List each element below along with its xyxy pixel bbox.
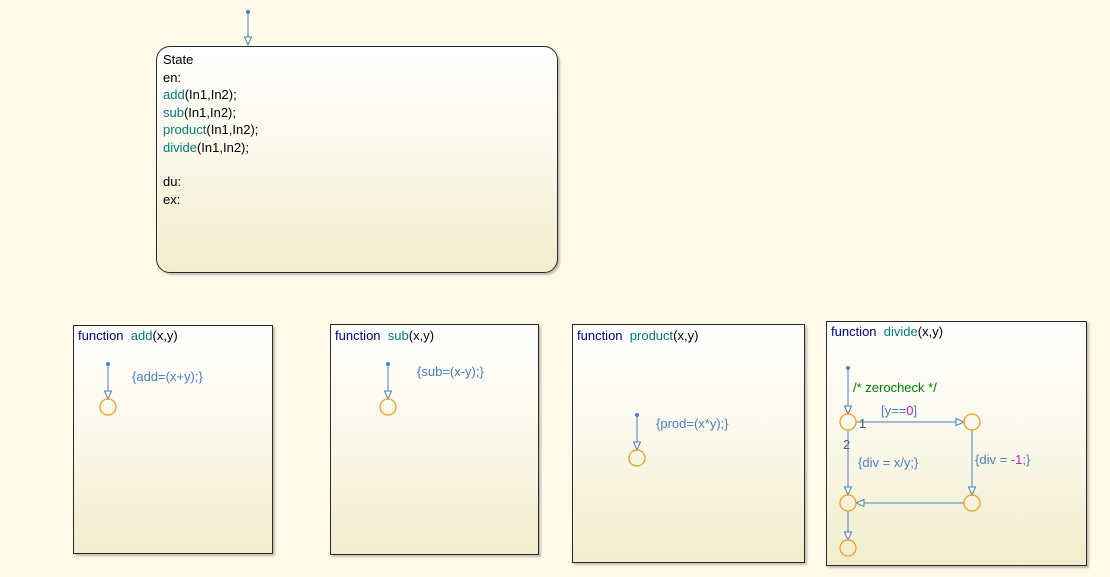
- default-transition-product[interactable]: [632, 413, 642, 452]
- junction-divide-zero[interactable]: [963, 413, 981, 431]
- entry-call-add: add(In1,In2);: [163, 87, 237, 102]
- default-transition-divide[interactable]: [843, 366, 853, 416]
- zerocheck-comment: /* zerocheck */: [853, 380, 937, 395]
- state-during-label: du:: [163, 174, 182, 189]
- transition-order-1: 1: [859, 416, 867, 431]
- state-name: State: [163, 52, 194, 67]
- function-box-divide[interactable]: [826, 321, 1087, 566]
- default-transition-add[interactable]: [103, 362, 113, 401]
- function-header-divide: function divide(x,y): [831, 324, 944, 339]
- entry-call-sub: sub(In1,In2);: [163, 104, 236, 120]
- default-transition-sub[interactable]: [383, 362, 393, 401]
- transition-div-minus-one[interactable]: [967, 430, 977, 497]
- main-state-text: State en: add(In1,In2); sub(In1,In2); pr…: [163, 51, 258, 208]
- entry-call-product: product(In1,In2);: [163, 122, 259, 137]
- junction-add[interactable]: [99, 398, 117, 416]
- sub-transition-action[interactable]: {sub=(x-y);}: [417, 364, 484, 379]
- entry-call-divide: divide(In1,In2);: [163, 139, 249, 155]
- transition-terminal[interactable]: [843, 511, 853, 542]
- state-exit-label: ex:: [163, 191, 181, 207]
- main-state-box[interactable]: [156, 46, 558, 273]
- junction-product[interactable]: [628, 449, 646, 467]
- junction-divide-merge-right[interactable]: [963, 494, 981, 512]
- junction-divide-merge-left[interactable]: [839, 494, 857, 512]
- junction-divide-start[interactable]: [839, 413, 857, 431]
- product-transition-action[interactable]: {prod=(x*y);}: [656, 416, 729, 431]
- junction-sub[interactable]: [379, 398, 397, 416]
- function-header-sub: function sub(x,y): [335, 328, 435, 343]
- transition-div-x-over-y[interactable]: [843, 430, 853, 497]
- function-box-sub[interactable]: [330, 324, 539, 555]
- action-div-x-over-y[interactable]: {div = x/y;}: [858, 455, 919, 470]
- transition-y-zero[interactable]: [856, 417, 966, 427]
- junction-divide-end[interactable]: [839, 539, 857, 557]
- transition-order-2: 2: [843, 437, 851, 452]
- add-transition-action[interactable]: {add=(x+y);}: [132, 369, 203, 384]
- default-transition-main[interactable]: [243, 10, 253, 47]
- function-header-product: function product(x,y): [577, 328, 699, 343]
- function-header-add: function add(x,y): [78, 328, 178, 343]
- action-div-minus-one[interactable]: {div = -1;}: [975, 452, 1031, 467]
- transition-merge[interactable]: [854, 498, 964, 508]
- function-box-product[interactable]: [572, 324, 805, 563]
- state-entry-label: en:: [163, 69, 182, 85]
- condition-y-equals-zero[interactable]: [y==0]: [881, 403, 918, 418]
